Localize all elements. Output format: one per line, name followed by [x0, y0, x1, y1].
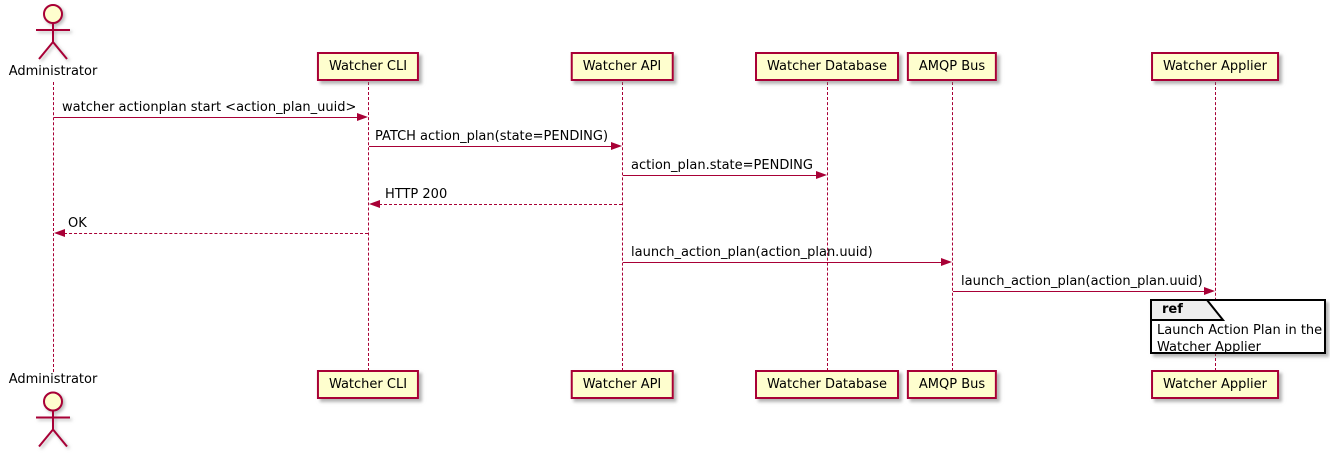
message-2-arrowhead	[611, 142, 622, 150]
message-5-line	[64, 233, 368, 234]
ref-text: Launch Action Plan in the Watcher Applie…	[1157, 323, 1323, 355]
message-7-label: launch_action_plan(action_plan.uuid)	[961, 274, 1203, 289]
message-2-line	[369, 146, 612, 147]
message-3-label: action_plan.state=PENDING	[631, 158, 813, 173]
message-1-label: watcher actionplan start <action_plan_uu…	[62, 100, 357, 115]
lifeline-amqp-bus	[952, 82, 953, 371]
ref-fragment: ref Launch Action Plan in the Watcher Ap…	[1150, 299, 1326, 355]
lifeline-watcher-applier	[1215, 82, 1216, 371]
participant-watcher-api-bottom: Watcher API	[570, 370, 674, 399]
message-5-label: OK	[68, 216, 87, 231]
ref-keyword: ref	[1162, 302, 1183, 317]
message-2-label: PATCH action_plan(state=PENDING)	[375, 129, 609, 144]
administrator-actor-icon-bottom	[36, 391, 70, 448]
message-7-arrowhead	[1204, 287, 1215, 295]
message-4-arrowhead	[369, 200, 380, 208]
lifeline-watcher-cli	[368, 82, 369, 371]
actor-name-top: Administrator	[8, 64, 98, 79]
lifeline-administrator	[53, 82, 54, 372]
message-6-line	[623, 262, 942, 263]
ref-header-pentagon	[1150, 299, 1226, 321]
lifeline-watcher-api	[622, 82, 623, 371]
participant-watcher-cli-bottom: Watcher CLI	[316, 370, 420, 399]
participant-watcher-applier-bottom: Watcher Applier	[1151, 370, 1279, 399]
participant-amqp-bus-top: AMQP Bus	[906, 52, 998, 81]
lifeline-watcher-database	[827, 82, 828, 371]
message-3-arrowhead	[816, 171, 827, 179]
message-4-line	[379, 204, 622, 205]
message-6-arrowhead	[941, 258, 952, 266]
message-1-line	[54, 117, 358, 118]
participant-watcher-applier-top: Watcher Applier	[1151, 52, 1279, 81]
message-5-arrowhead	[54, 229, 65, 237]
participant-amqp-bus-bottom: AMQP Bus	[906, 370, 998, 399]
actor-name-bottom: Administrator	[8, 372, 98, 387]
participant-watcher-api-top: Watcher API	[570, 52, 674, 81]
message-4-label: HTTP 200	[385, 187, 448, 202]
participant-watcher-database-bottom: Watcher Database	[755, 370, 899, 399]
message-3-line	[623, 175, 817, 176]
message-7-line	[953, 291, 1205, 292]
message-1-arrowhead	[357, 113, 368, 121]
participant-watcher-database-top: Watcher Database	[755, 52, 899, 81]
administrator-actor-icon-top	[36, 4, 70, 60]
message-6-label: launch_action_plan(action_plan.uuid)	[631, 245, 873, 260]
participant-watcher-cli-top: Watcher CLI	[316, 52, 420, 81]
